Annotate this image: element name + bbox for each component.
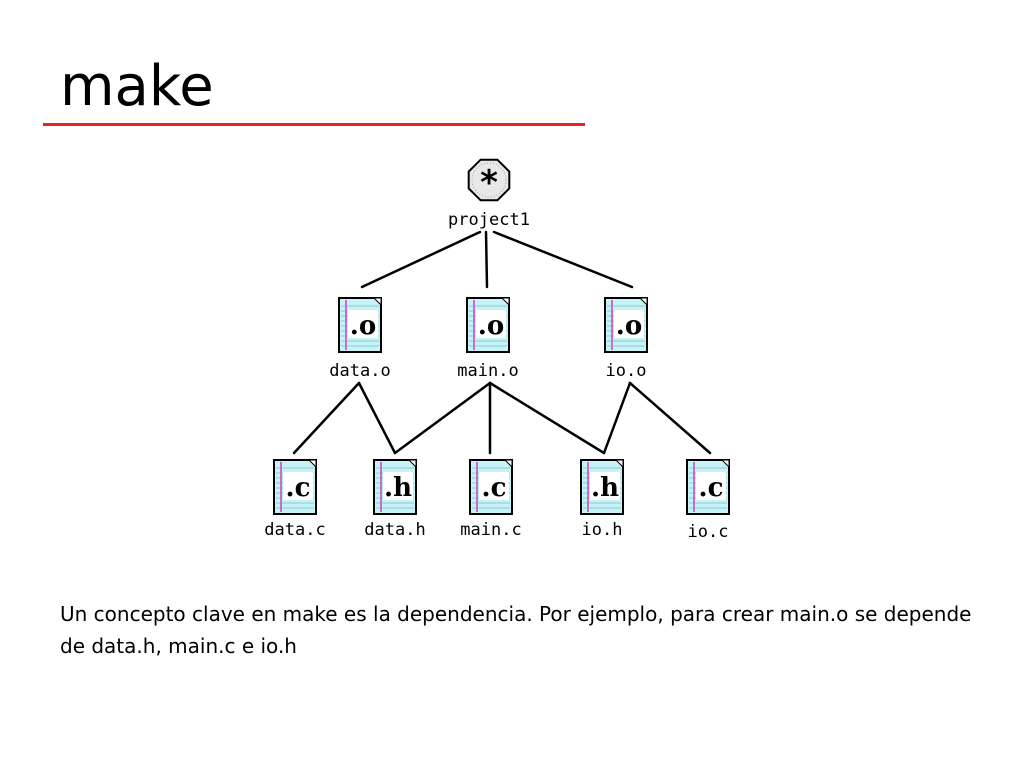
source-file-icon: [469, 459, 513, 515]
edge-io_o-io_c: [628, 381, 712, 455]
root-texture: [471, 162, 507, 198]
node-label-data_h: data.h: [364, 520, 425, 540]
node-label-root: project1: [448, 210, 530, 230]
file-ext-main_o: .o: [478, 311, 504, 341]
file-ext-data_h: .h: [384, 473, 412, 503]
edge-root-io_o: [492, 230, 634, 289]
source-file-icon: [686, 459, 730, 515]
file-ext-io_c: .c: [699, 473, 724, 503]
edge-main_o-io_h: [488, 381, 606, 455]
node-io_c[interactable]: .c io.c: [686, 459, 730, 542]
source-file-icon: [273, 459, 317, 515]
node-label-io_o: io.o: [606, 361, 647, 381]
edge-io_o-io_h: [602, 381, 632, 455]
file-ext-data_c: .c: [286, 473, 311, 503]
node-main_c[interactable]: .c main.c: [460, 459, 522, 540]
node-label-data_o: data.o: [329, 361, 390, 381]
node-label-io_c: io.c: [688, 522, 729, 542]
edge-root-data_o: [360, 230, 482, 289]
object-file-icon: [604, 297, 648, 353]
node-main_o[interactable]: .o main.o: [457, 297, 519, 381]
file-ext-data_o: .o: [350, 311, 376, 341]
header-file-icon: [580, 459, 624, 515]
edge-data_o-data_h: [357, 381, 397, 455]
slide-title: make: [60, 54, 214, 119]
dependency-edges: [292, 230, 712, 455]
edge-data_o-data_c: [292, 381, 361, 455]
object-file-icon: [466, 297, 510, 353]
make-target-icon: [467, 158, 511, 202]
file-ext-io_h: .h: [591, 473, 619, 503]
node-data_h[interactable]: .h data.h: [364, 459, 426, 540]
node-io_h[interactable]: .h io.h: [580, 459, 624, 540]
node-root[interactable]: * project1: [448, 158, 530, 230]
edge-root-main_o: [484, 230, 489, 289]
node-data_o[interactable]: .o data.o: [329, 297, 391, 381]
object-file-icon: [338, 297, 382, 353]
dependency-nodes: * project1 .o data.o .o main.o .o io.o .c data.c.…: [264, 158, 730, 542]
node-label-main_o: main.o: [457, 361, 518, 381]
node-label-io_h: io.h: [582, 520, 623, 540]
edge-main_o-data_h: [393, 381, 492, 455]
title-underline: [43, 123, 585, 126]
explanation-text: Un concepto clave en make es la dependen…: [60, 602, 972, 658]
header-file-icon: [373, 459, 417, 515]
file-ext-main_c: .c: [482, 473, 507, 503]
node-label-main_c: main.c: [460, 520, 521, 540]
file-ext-io_o: .o: [616, 311, 642, 341]
node-data_c[interactable]: .c data.c: [264, 459, 326, 540]
node-label-data_c: data.c: [264, 520, 325, 540]
root-glyph: *: [480, 163, 498, 203]
node-io_o[interactable]: .o io.o: [604, 297, 648, 381]
